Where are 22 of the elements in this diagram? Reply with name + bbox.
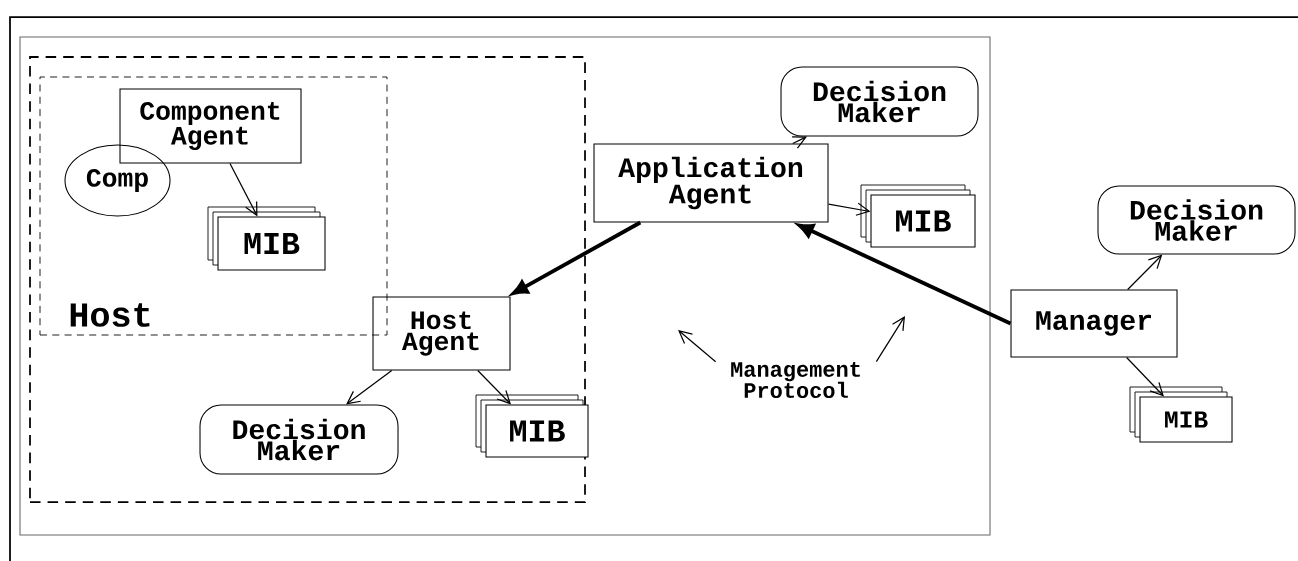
agent-box: Host Agent: [372, 296, 511, 371]
mib-stack: MIB: [475, 394, 589, 458]
decision-box: Decision Maker: [199, 404, 399, 475]
system-box: [19, 36, 991, 536]
arrow: [875, 316, 905, 363]
manager-box: Manager: [1010, 289, 1178, 358]
agent-box: Component Agent: [119, 88, 302, 164]
arrow: [229, 162, 258, 217]
decision-box: Decision Maker: [1097, 185, 1296, 255]
mib-stack: MIB: [207, 206, 326, 271]
arrow: [346, 369, 393, 405]
arrow: [827, 202, 871, 216]
mib-stack: MIB: [1129, 386, 1233, 443]
arrow: [1127, 254, 1163, 291]
arrow: [791, 136, 808, 149]
agent-box: Application Agent: [593, 143, 829, 223]
host-region: [29, 56, 586, 503]
arrow: [1126, 356, 1164, 397]
protocol-label: Management Protocol: [731, 362, 860, 398]
arrow: [477, 369, 512, 405]
decision-box: Decision Maker: [780, 66, 979, 137]
arrow: [678, 330, 717, 363]
